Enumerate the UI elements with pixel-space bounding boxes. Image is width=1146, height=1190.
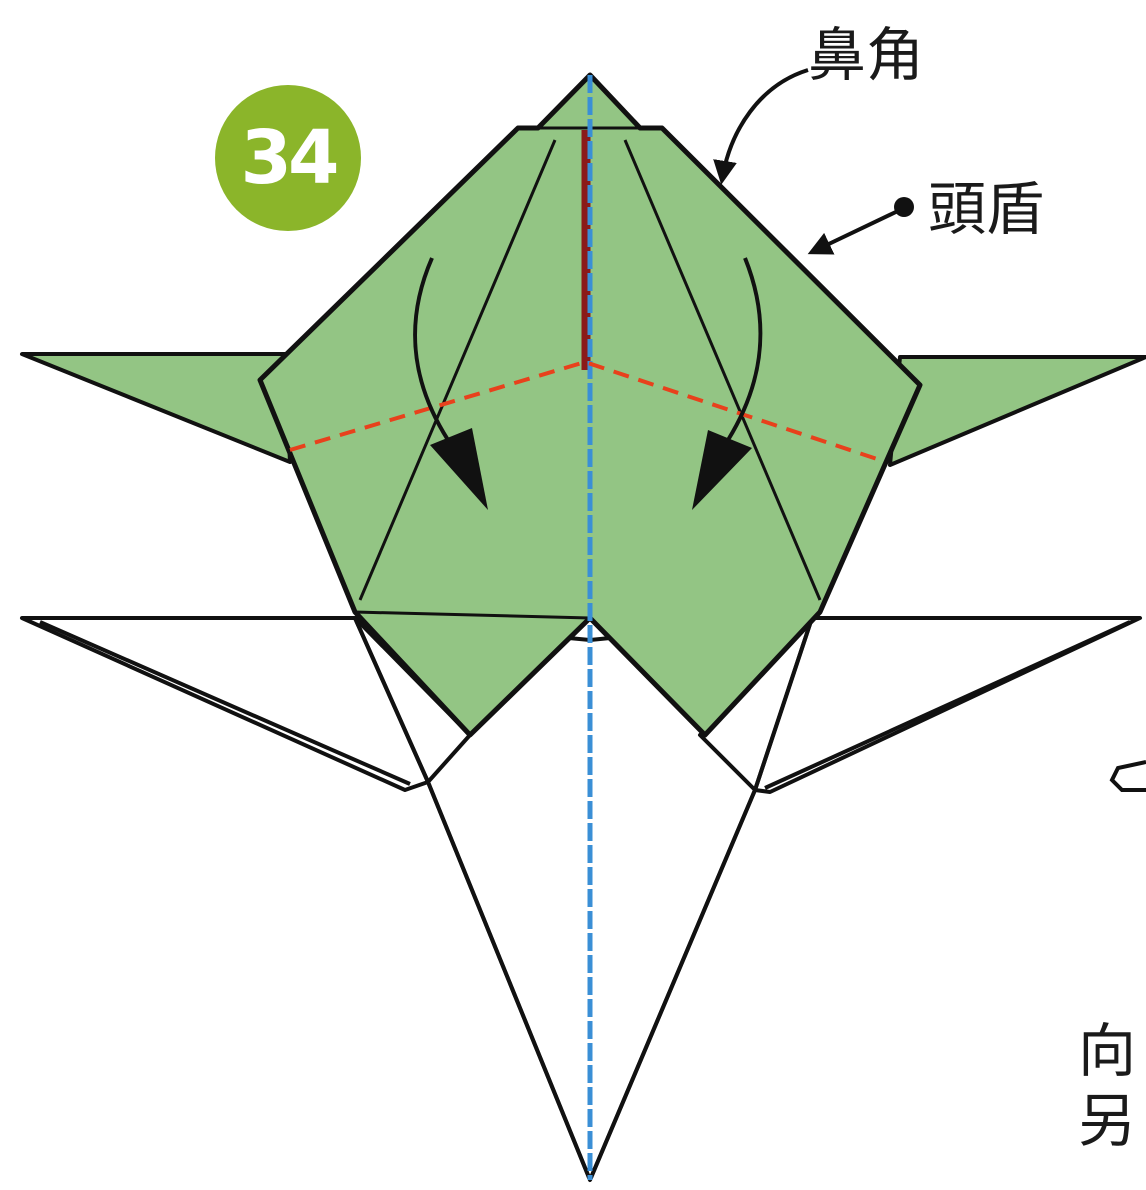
head-shield-label: 頭盾 [928, 175, 1045, 243]
left-horn [20, 352, 292, 464]
center-line [581, 75, 593, 1180]
right-horn [888, 355, 1146, 467]
side-text-2: 另 [1078, 1087, 1137, 1155]
side-horns [20, 352, 1146, 467]
head-shield-pointer-dot [894, 197, 914, 217]
wing-crease-lines [39, 617, 1131, 1181]
pointer-arrow-head-shield-icon [807, 208, 901, 255]
fold-arrow-left-icon [413, 257, 488, 510]
nose-horn-label: 鼻角 [808, 21, 925, 89]
side-text-1: 向 [1078, 1017, 1137, 1085]
fold-arrow-right-icon [692, 257, 763, 510]
step-number-badge: 34 [215, 85, 361, 231]
lower-white-flaps [20, 616, 1142, 1182]
crease-lines [354, 126, 822, 620]
partial-edge-shape [1109, 760, 1146, 792]
bottom-point [353, 616, 814, 1182]
pointer-arrow-nose-horn-icon [713, 68, 809, 185]
step-number: 34 [240, 115, 340, 201]
